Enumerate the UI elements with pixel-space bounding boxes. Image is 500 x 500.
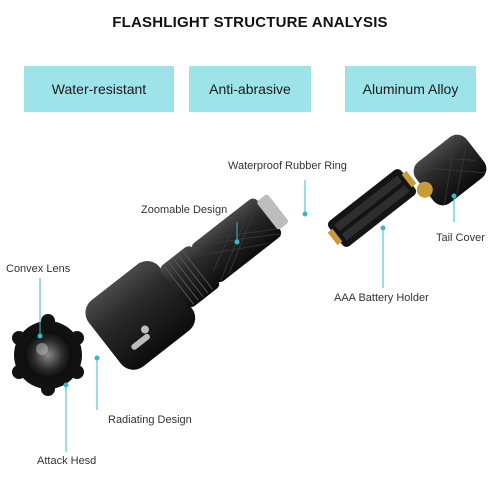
label-radiating: Radiating Design [108, 414, 192, 426]
tail-cover [413, 134, 487, 206]
diagram-title: FLASHLIGHT STRUCTURE ANALYSIS [112, 14, 388, 31]
feature-label: Anti-abrasive [209, 81, 291, 97]
label-tail-cover: Tail Cover [436, 232, 485, 244]
feature-badge-aluminum-alloy: Aluminum Alloy [345, 66, 476, 112]
label-zoomable: Zoomable Design [141, 204, 228, 216]
label-waterproof-ring: Waterproof Rubber Ring [228, 160, 347, 172]
label-battery-holder: AAA Battery Holder [334, 292, 429, 304]
feature-badge-water-resistant: Water-resistant [24, 66, 174, 112]
label-convex-lens: Convex Lens [6, 263, 71, 275]
battery-holder [327, 169, 417, 247]
feature-label: Water-resistant [51, 81, 147, 97]
feature-badge-anti-abrasive: Anti-abrasive [189, 66, 311, 112]
attack-head [12, 314, 84, 396]
label-attack-head: Attack Hesd [37, 455, 97, 467]
feature-label: Aluminum Alloy [362, 81, 459, 97]
